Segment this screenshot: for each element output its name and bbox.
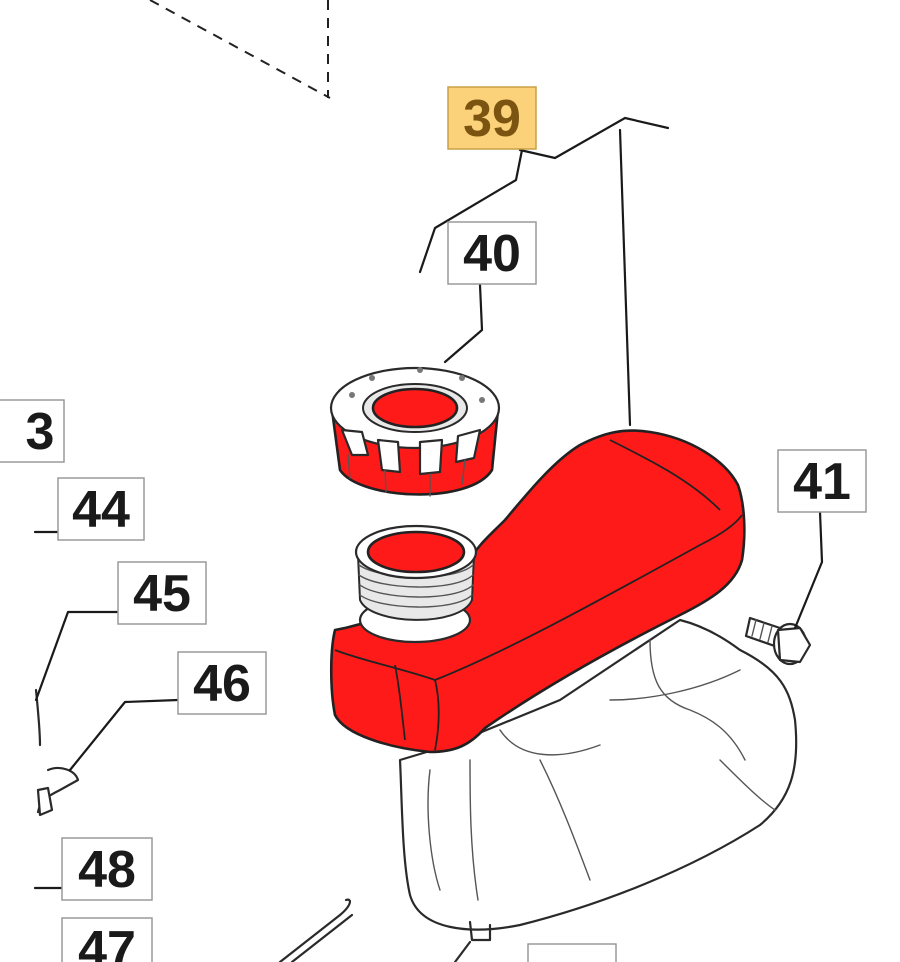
- callout-45[interactable]: 45: [117, 561, 207, 625]
- svg-text:44: 44: [72, 481, 130, 539]
- fuel-line-fragment: [278, 898, 472, 962]
- callout-39[interactable]: 39: [447, 86, 537, 150]
- dashed-reference-lines: [149, 0, 331, 99]
- svg-text:40: 40: [463, 225, 521, 283]
- svg-text:47: 47: [78, 921, 136, 962]
- fuel-tank-red: [329, 429, 746, 754]
- bolt: [744, 616, 812, 666]
- callout-48[interactable]: 48: [61, 837, 153, 901]
- svg-text:46: 46: [193, 655, 251, 713]
- callout-41[interactable]: 41: [777, 449, 867, 513]
- callout-46[interactable]: 46: [177, 651, 267, 715]
- fuel-tank-body: [398, 618, 798, 942]
- svg-text:3: 3: [26, 403, 55, 461]
- callout-44[interactable]: 44: [57, 477, 145, 541]
- hose-clamp-fragment: [34, 688, 80, 817]
- svg-text:39: 39: [463, 90, 521, 148]
- fuel-cap: [329, 366, 501, 497]
- callout-40[interactable]: 40: [447, 221, 537, 285]
- svg-text:41: 41: [793, 453, 851, 511]
- svg-text:48: 48: [78, 841, 136, 899]
- filler-neck: [354, 524, 478, 644]
- svg-text:45: 45: [133, 565, 191, 623]
- callout-43-partial[interactable]: 3: [0, 399, 65, 463]
- callout-partial-bottom[interactable]: [527, 943, 617, 962]
- leader-lines: [33, 116, 824, 890]
- callout-47[interactable]: 47: [61, 917, 153, 962]
